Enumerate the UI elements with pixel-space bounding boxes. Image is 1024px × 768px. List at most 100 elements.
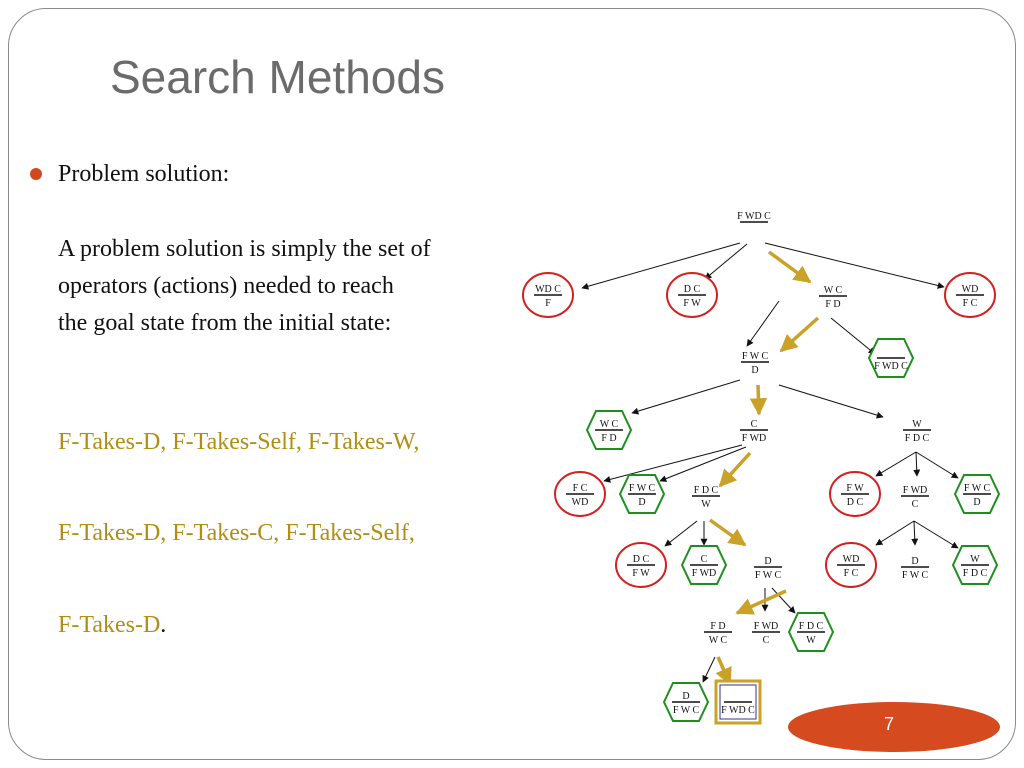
state-node-none: DF W C xyxy=(901,556,929,581)
state-bottom-bank: D C xyxy=(847,497,864,508)
state-node-hexagon: F WD C xyxy=(867,338,915,378)
tree-edge-arrow xyxy=(664,520,698,547)
tree-edge-arrow xyxy=(659,446,747,482)
state-node-hexagon: F W C D xyxy=(953,474,1001,514)
tree-edge-arrow xyxy=(771,587,796,614)
state-bottom-bank: F W xyxy=(632,568,650,579)
state-bottom-bank: F W C xyxy=(902,570,929,581)
state-top-bank: W C xyxy=(600,419,619,430)
solution-path-arrow xyxy=(735,589,787,615)
tree-edge-arrow xyxy=(875,451,917,477)
state-node-hexagon: WF D C xyxy=(951,545,999,585)
state-node-none: F WD C xyxy=(901,485,929,510)
state-top-bank: WD xyxy=(843,554,860,565)
state-bottom-bank: W C xyxy=(709,635,728,646)
tree-edge-arrow xyxy=(704,243,748,280)
state-top-bank: F W C xyxy=(629,483,656,494)
goal-box xyxy=(714,679,762,725)
state-top-bank: F WD C xyxy=(737,211,771,222)
state-bottom-bank: F WD xyxy=(742,433,767,444)
state-top-bank: D C xyxy=(633,554,650,565)
body-line: operators (actions) needed to reach xyxy=(58,273,394,299)
tree-edge-arrow xyxy=(603,444,743,483)
state-bottom-bank: F WD C xyxy=(721,705,755,716)
solution-line-3-period: . xyxy=(160,612,167,638)
state-top-bank: D xyxy=(764,556,771,567)
solution-path-arrow xyxy=(749,384,768,416)
solution-path-arrow xyxy=(718,451,752,488)
state-top-bank: D C xyxy=(684,284,701,295)
state-bottom-bank: F W C xyxy=(755,570,782,581)
state-node-none: F W C D xyxy=(741,351,769,376)
state-node-none: F D W C xyxy=(704,621,732,646)
goal-inner-box xyxy=(719,684,757,720)
state-top-bank: WD C xyxy=(535,284,561,295)
state-top-bank: F W C xyxy=(964,483,991,494)
state-top-bank: W xyxy=(912,419,922,430)
state-node-hexagon: F W C D xyxy=(618,474,666,514)
state-bottom-bank: W xyxy=(806,635,816,646)
state-top-bank: F C xyxy=(573,483,588,494)
body-line: the goal state from the initial state: xyxy=(58,310,392,336)
state-top-bank: F D xyxy=(710,621,725,632)
solution-line-1: F-Takes-D, F-Takes-Self, F-Takes-W, xyxy=(58,429,420,455)
state-node-none: F WD C xyxy=(752,621,780,646)
tree-edge-arrow xyxy=(915,451,959,479)
state-top-bank: W C xyxy=(824,285,843,296)
state-bottom-bank: C xyxy=(912,499,919,510)
state-top-bank: C xyxy=(701,554,708,565)
state-bottom-bank: F D xyxy=(825,299,840,310)
solution-path-arrow xyxy=(779,316,820,353)
bullet-dot-icon xyxy=(30,168,42,180)
solution-line-3: F-Takes-D. xyxy=(58,607,166,644)
tree-edges xyxy=(581,242,959,683)
state-bottom-bank: F W xyxy=(683,298,701,309)
state-bottom-bank: W xyxy=(701,499,711,510)
state-bottom-bank: F xyxy=(545,298,551,309)
state-bottom-bank: F WD C xyxy=(874,361,908,372)
slide-frame xyxy=(8,8,1016,760)
tree-edge-arrow xyxy=(746,300,780,347)
state-node-none: W F D C xyxy=(903,419,931,444)
state-bottom-bank: F C xyxy=(844,568,859,579)
solution-path-arrow xyxy=(708,518,747,547)
page-number-badge xyxy=(788,702,1000,752)
state-top-bank: F W C xyxy=(742,351,769,362)
state-node-hexagon: W C F D xyxy=(585,410,633,450)
state-top-bank: F D C xyxy=(694,485,719,496)
state-bottom-bank: D xyxy=(638,497,645,508)
solution-line-3-text: F-Takes-D xyxy=(58,612,161,638)
state-node-hexagon: DF W C xyxy=(662,682,710,722)
state-bottom-bank: C xyxy=(763,635,770,646)
tree-edge-arrow xyxy=(778,384,884,419)
state-top-bank: C xyxy=(751,419,758,430)
state-bottom-bank: F D C xyxy=(905,433,930,444)
tree-edge-arrow xyxy=(764,242,945,289)
state-bottom-bank: F D xyxy=(601,433,616,444)
state-bottom-bank: D xyxy=(751,365,758,376)
state-top-bank: F WD xyxy=(754,621,779,632)
state-top-bank: W xyxy=(970,554,980,565)
state-node-box: F WD C xyxy=(714,679,762,725)
state-top-bank: D xyxy=(682,691,689,702)
bullet-heading: Problem solution: xyxy=(58,161,230,187)
state-node-circle: F C WD xyxy=(554,471,606,517)
tree-edge-arrow xyxy=(875,520,915,546)
tree-edge-arrow xyxy=(913,520,959,549)
body-line: A problem solution is simply the set of xyxy=(58,236,431,262)
page-number: 7 xyxy=(884,714,895,734)
state-node-none: C F WD xyxy=(740,419,768,444)
state-top-bank: F WD xyxy=(903,485,928,496)
state-node-hexagon: CF WD xyxy=(680,545,728,585)
state-top-bank: WD xyxy=(962,284,979,295)
tree-edge-arrow xyxy=(702,656,716,683)
tree-edge-arrow xyxy=(911,520,919,546)
state-bottom-bank: WD xyxy=(572,497,589,508)
tree-edge-arrow xyxy=(830,317,876,355)
state-node-none: F D C W xyxy=(692,485,720,510)
state-bottom-bank: D xyxy=(973,497,980,508)
state-node-circle: F WD C xyxy=(829,471,881,517)
